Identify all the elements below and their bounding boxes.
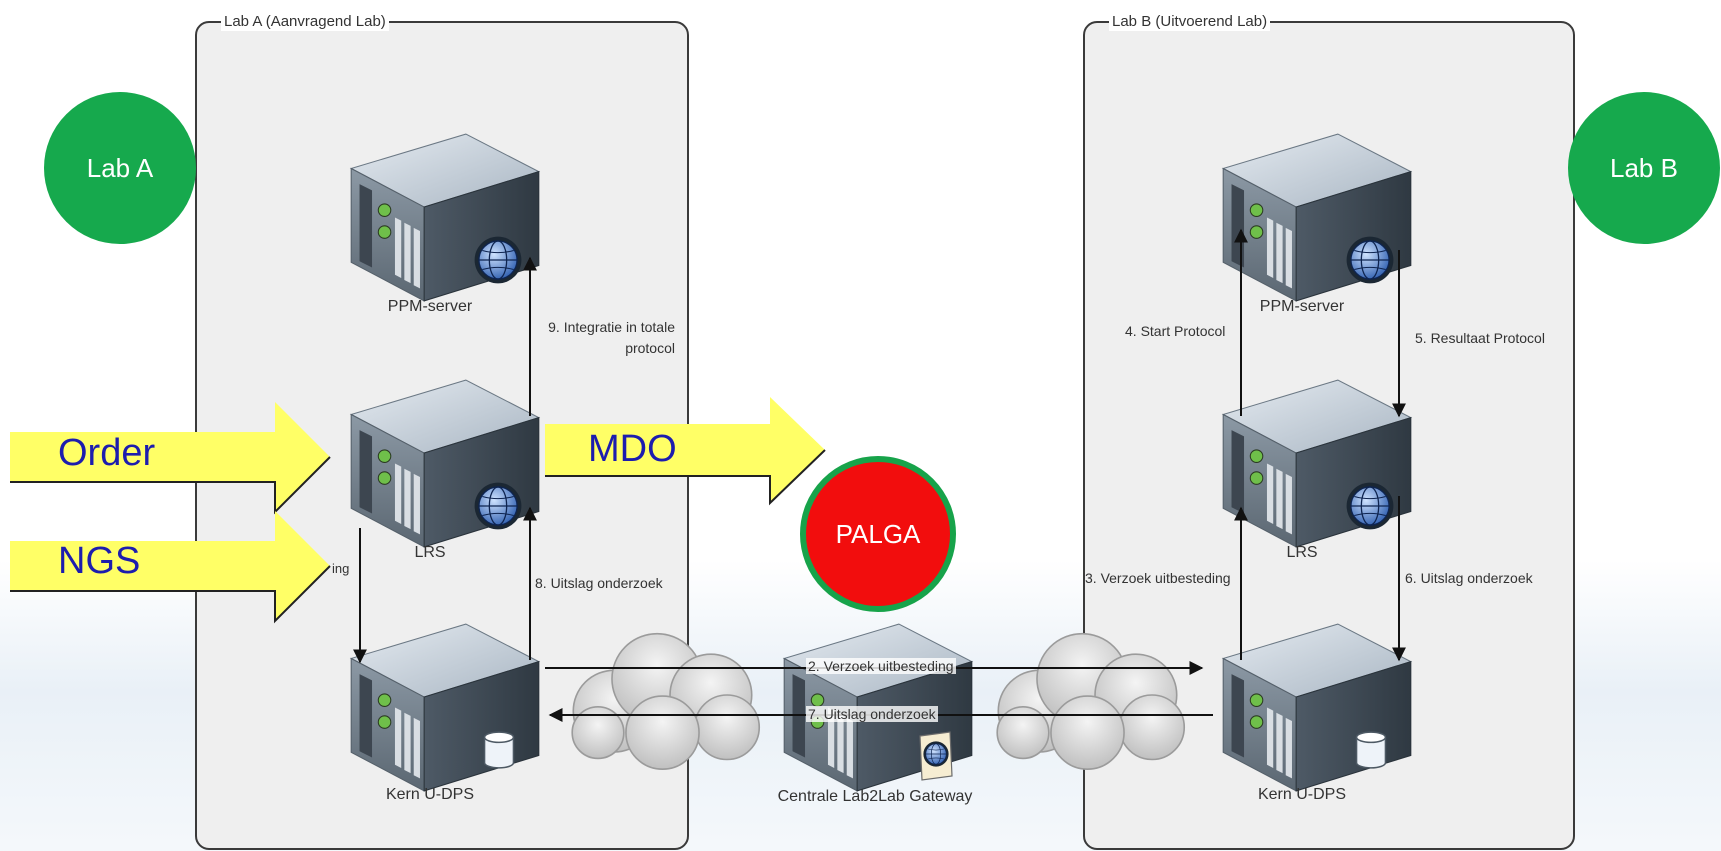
- lab-b-badge: Lab B: [1568, 92, 1720, 244]
- mdo-arrow-shadow: [545, 449, 826, 506]
- step-7-label: 7. Uitslag onderzoek: [806, 706, 938, 722]
- lab-a-kern-label: Kern U-DPS: [385, 786, 475, 803]
- lab-a-badge-label: Lab A: [86, 152, 154, 183]
- step-5-label: 5. Resultaat Protocol: [1415, 330, 1545, 346]
- step-9-label-line2: protocol: [625, 340, 675, 356]
- lab-a-ppm-server-label: PPM-server: [387, 298, 473, 315]
- network-cloud-left: [571, 632, 761, 771]
- lab-b-ppm-globe-icon: [1345, 235, 1395, 285]
- step-2-label: 2. Verzoek uitbesteding: [806, 658, 956, 674]
- lab-a-panel-title: Lab A (Aanvragend Lab): [221, 13, 389, 31]
- palga-label: PALGA: [835, 518, 921, 549]
- lab-b-ppm-server-label: PPM-server: [1259, 298, 1345, 315]
- lab-a-lrs-globe-icon: [473, 481, 523, 531]
- lab-a-kern-database-icon: [483, 731, 515, 769]
- palga-badge: PALGA: [800, 456, 956, 612]
- lab-b-badge-label: Lab B: [1610, 152, 1678, 183]
- order-arrow-label: Order: [58, 432, 156, 474]
- step-8-label: 8. Uitslag onderzoek: [535, 575, 663, 591]
- step-4-label: 4. Start Protocol: [1125, 323, 1226, 339]
- mdo-arrow-label: MDO: [588, 428, 677, 470]
- step-9-label-line1: 9. Integratie in totale: [548, 319, 675, 335]
- lab-a-badge: Lab A: [44, 92, 196, 244]
- gateway-web-icon: [919, 731, 953, 781]
- lab-b-panel-title: Lab B (Uitvoerend Lab): [1109, 13, 1271, 31]
- step-1-label-partial: ing: [332, 561, 350, 576]
- lab-a-lrs-label: LRS: [414, 544, 446, 561]
- ngs-arrow-shadow: [10, 565, 331, 624]
- order-arrow-shape: [10, 402, 330, 512]
- lab-b-kern-label: Kern U-DPS: [1257, 786, 1347, 803]
- ngs-arrow-label: NGS: [58, 540, 141, 582]
- ngs-arrow-shape: [10, 511, 330, 621]
- gateway-label: Centrale Lab2Lab Gateway: [777, 788, 973, 805]
- order-arrow-shadow: [10, 456, 331, 515]
- network-cloud-right: [996, 632, 1186, 771]
- lab-b-lrs-label: LRS: [1286, 544, 1318, 561]
- lab-a-ppm-globe-icon: [473, 235, 523, 285]
- step-3-label: 3. Verzoek uitbesteding: [1085, 570, 1231, 586]
- step-6-label: 6. Uitslag onderzoek: [1405, 570, 1533, 586]
- mdo-arrow-shape: [545, 397, 825, 503]
- lab-b-kern-database-icon: [1355, 731, 1387, 769]
- lab-b-lrs-globe-icon: [1345, 481, 1395, 531]
